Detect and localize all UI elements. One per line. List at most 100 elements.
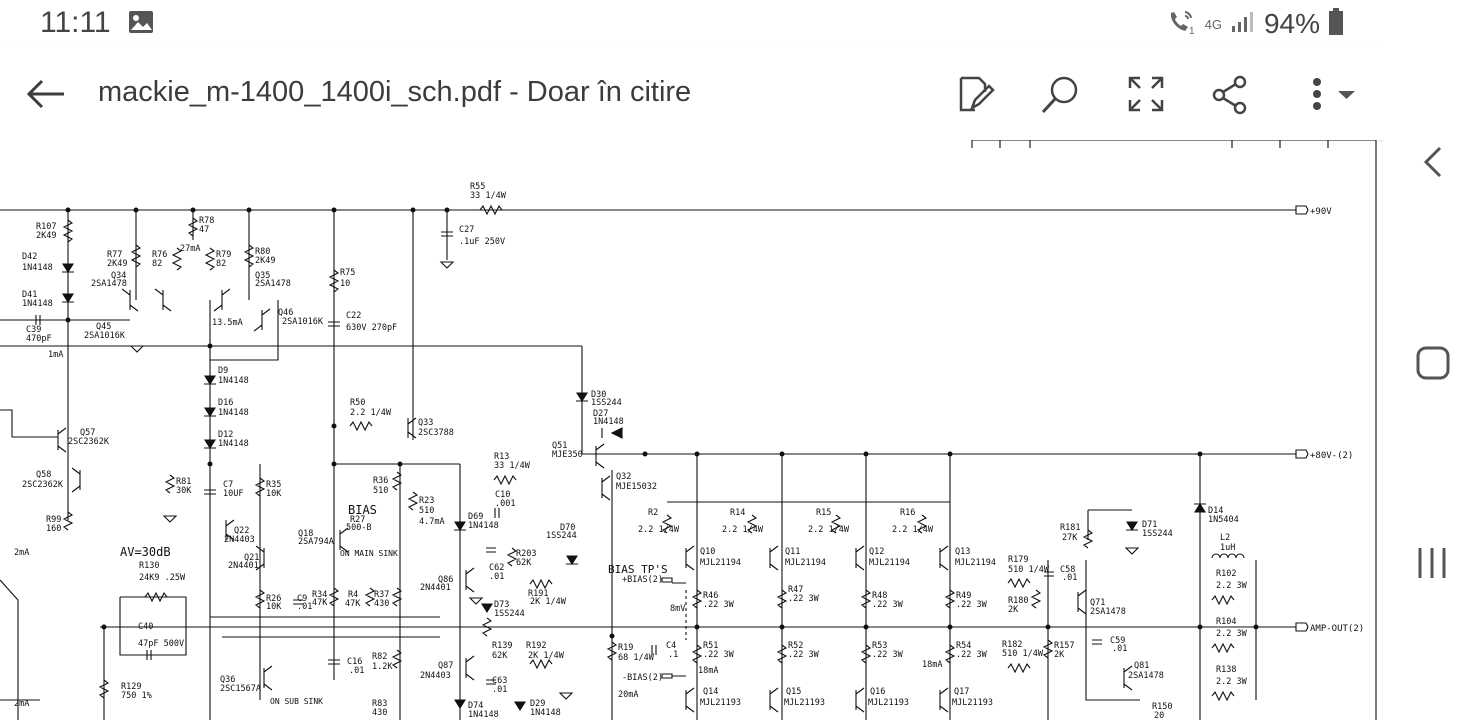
part-q14: Q14 [703,687,718,697]
part-r4: R4 [348,590,358,600]
part-r79: R79 [216,250,231,260]
part-r157: R157 [1054,641,1074,651]
part-q21: Q21 [244,553,259,563]
part-d16: D16 [218,398,233,408]
part-d71-value: 1SS244 [1142,529,1173,539]
part-r83-value: 430 [372,708,387,718]
part-q15: Q15 [786,687,801,697]
part-q16: Q16 [870,687,885,697]
part-l2: L2 [1220,533,1230,543]
part-c10: C10 [495,490,510,500]
part-r46: R46 [703,591,718,601]
part-r181: R181 [1060,523,1080,533]
part-c59-value: .01 [1112,644,1127,654]
part-r19-value: 68 1/4W [618,653,655,663]
part-r49: R49 [956,591,971,601]
part-r81: R81 [176,477,191,487]
pdf-page[interactable]: +90V +80V-(2) AMP-OUT(2) [0,140,1378,720]
part-r2: R2 [648,508,658,518]
part-r55-value: 33 1/4W [470,191,507,201]
edit-icon[interactable] [955,74,995,119]
current-label: 18mA [698,666,718,676]
bias-plus-label: +BIAS(2) [622,575,663,585]
part-r182-value: 510 1/4W [1002,649,1044,659]
part-r35: R35 [266,480,281,490]
part-r15: R15 [816,508,831,518]
part-d9-value: 1N4148 [218,376,249,386]
part-r76-value: 82 [152,259,162,269]
part-q17: Q17 [954,687,969,697]
gain-label: AV=30dB [120,545,171,559]
more-icon[interactable] [1305,74,1365,119]
part-q12-value: MJL21194 [869,558,910,568]
part-r130: R130 [139,561,159,571]
part-q81: Q81 [1134,661,1149,671]
part-r129-value: 750 1% [121,691,152,701]
part-r14: R14 [730,508,745,518]
fullscreen-icon[interactable] [1126,74,1166,119]
part-c62: C62 [489,563,504,573]
part-d69: D69 [468,512,483,522]
part-r52-value: .22 3W [788,650,820,660]
part-c27-value: .1uF 250V [459,237,505,247]
part-c59: C59 [1110,636,1125,646]
part-r102: R102 [1216,569,1236,579]
part-q57-value: 2SC2362K [68,437,110,447]
part-r138-value: 2.2 3W [1216,677,1248,687]
part-r180: R180 [1008,596,1028,606]
recents-icon[interactable] [1408,540,1456,591]
part-c39-value: 470pF [26,334,52,344]
part-q16-value: MJL21193 [868,698,909,708]
part-r130-value: 24K9 .25W [139,573,186,583]
part-q86: Q86 [438,575,453,585]
part-r182: R182 [1002,640,1022,650]
part-q51-value: MJE350 [552,450,583,460]
part-c22-value: 630V 270pF [346,323,397,333]
part-q45: Q45 [96,322,111,332]
part-d14: D14 [1208,506,1223,516]
part-d9: D9 [218,366,228,376]
share-icon[interactable] [1210,74,1252,121]
part-r46-value: .22 3W [703,600,735,610]
part-q34-value: 2SA1478 [91,279,127,289]
back-arrow-icon[interactable] [24,76,68,117]
part-r27: R27 [350,515,365,525]
part-r138: R138 [1216,665,1236,675]
part-q87-value: 2N4403 [420,671,451,681]
part-d12: D12 [218,430,233,440]
part-d74: D74 [468,701,483,711]
part-q13: Q13 [955,547,970,557]
part-q45-value: 2SA1016K [84,331,126,341]
part-r54-value: .22 3W [956,650,988,660]
schematic-drawing: +90V +80V-(2) AMP-OUT(2) [0,140,1377,720]
part-q71: Q71 [1090,598,1105,608]
part-q46: Q46 [278,308,293,318]
part-q10-value: MJL21194 [700,558,741,568]
part-r53-value: .22 3W [872,650,904,660]
current-label: 2mA [14,548,29,558]
part-q36: Q36 [220,675,235,685]
home-icon[interactable] [1408,340,1456,391]
search-icon[interactable] [1040,74,1082,121]
part-r26-value: 10K [266,602,282,612]
rail-label-90v: +90V [1310,207,1332,217]
part-r15-value: 2.2 1/4W [808,525,850,535]
part-r179-value: 510 1/4W [1008,565,1050,575]
part-r78-value: 47 [199,225,209,235]
part-c16-value: .01 [349,666,364,676]
part-r181-value: 27K [1062,533,1078,543]
part-r150-value: 20 [1154,711,1164,720]
part-q36-value: 2SC1567A [220,684,261,694]
part-r51-value: .22 3W [703,650,735,660]
battery-percent: 94% [1263,8,1320,39]
part-c22: C22 [346,311,361,321]
part-r179: R179 [1008,555,1028,565]
chevron-left-icon[interactable] [1408,142,1456,187]
part-r99: R99 [46,515,61,525]
part-q33: Q33 [418,418,433,428]
part-r76: R76 [152,250,167,260]
part-q12: Q12 [869,547,884,557]
current-label: 1mA [48,350,63,360]
part-c4: C4 [666,641,676,651]
part-r53: R53 [872,641,887,651]
